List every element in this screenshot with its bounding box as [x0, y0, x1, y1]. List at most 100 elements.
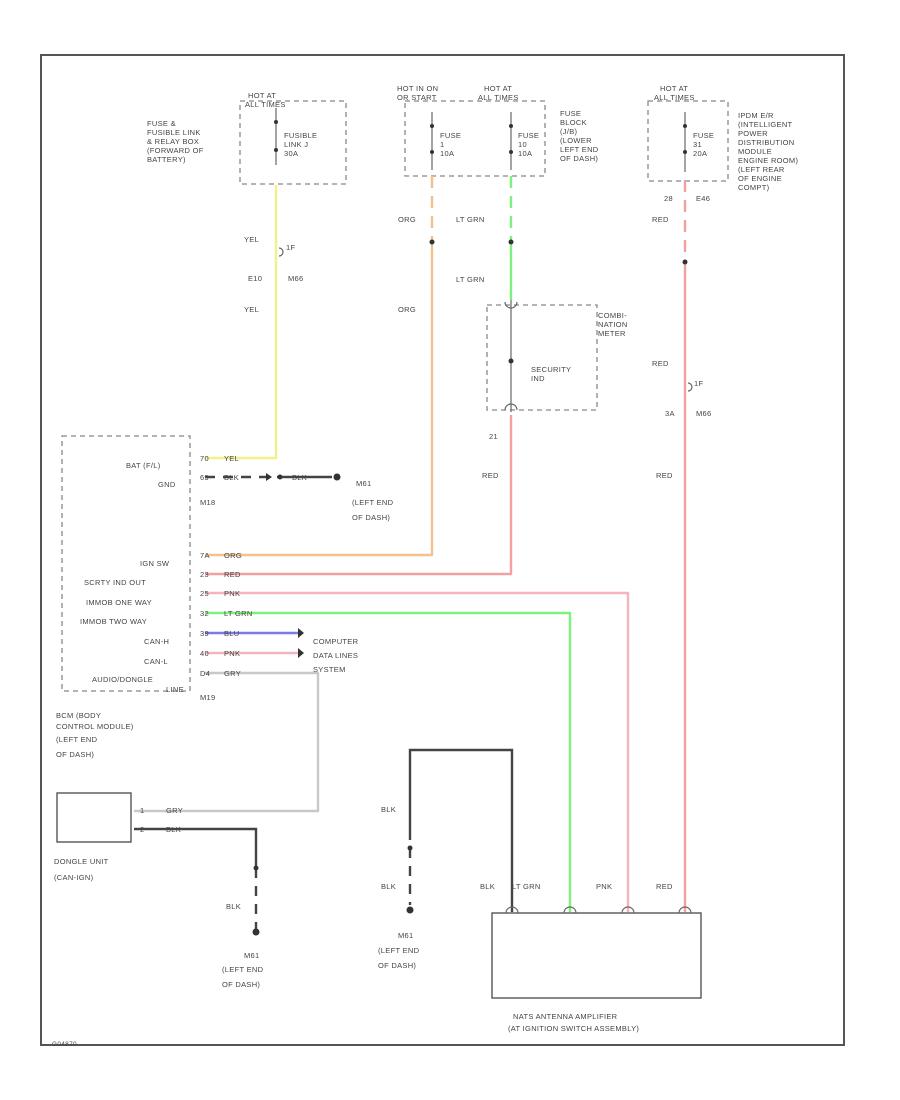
hot-label-2b: OR START — [397, 93, 437, 102]
fuse-box-label-5: BATTERY) — [147, 155, 186, 164]
ground-m61-label-2: (LEFT END — [352, 498, 394, 507]
bcm-label-1: BCM (BODY — [56, 711, 101, 720]
bcm-label-3: (LEFT END — [56, 735, 98, 744]
bcm-pin-name-4: IMMOB ONE WAY — [86, 598, 152, 607]
center-ground-label-3: OF DASH) — [378, 961, 416, 970]
fuse-block-label-5: LEFT END — [560, 145, 599, 154]
yel-label-1: YEL — [244, 235, 259, 244]
nats-wire-0: BLK — [480, 882, 495, 891]
org-label-2: ORG — [398, 305, 416, 314]
red-label-ipdm-2: RED — [652, 359, 669, 368]
fusible-link-label-2: LINK J — [284, 140, 308, 149]
fuse2-label-2: 10 — [518, 140, 527, 149]
ipdm-label-3: POWER — [738, 129, 768, 138]
fuse-box-label-1: FUSE & — [147, 119, 176, 128]
fuse-box-label-3: & RELAY BOX — [147, 137, 199, 146]
bcm-pin-color-6: BLU — [224, 629, 240, 638]
computer-data-label-1: COMPUTER — [313, 637, 359, 646]
bcm-pin-color-1: BLK — [224, 473, 239, 482]
ipdm-outline — [647, 100, 729, 182]
wire-dongle-blk — [134, 827, 258, 868]
bcm-pin-color-0: YEL — [224, 454, 239, 463]
meter-pin-21: 21 — [489, 432, 498, 441]
nats-label-1: NATS ANTENNA AMPLIFIER — [513, 1012, 618, 1021]
org-label-1: ORG — [398, 215, 416, 224]
bcm-pin-name-2: IGN SW — [140, 559, 170, 568]
ipdm-label-4: DISTRIBUTION — [738, 138, 795, 147]
bcm-label-2: CONTROL MODULE) — [56, 722, 134, 731]
bcm-pin-name-0: BAT (F/L) — [126, 461, 161, 470]
bcm-pin-color-5: LT GRN — [224, 609, 253, 618]
combination-meter-label-2: NATION — [598, 320, 628, 329]
bcm-conn-b: M19 — [200, 693, 216, 702]
dongle-ground-label-2: (LEFT END — [222, 965, 264, 974]
wire-yel — [205, 185, 278, 460]
figure-id: G04870 — [52, 1041, 77, 1048]
ipdm-label-1: IPDM E/R — [738, 111, 774, 120]
dongle-wire-a: GRY — [166, 806, 183, 815]
bcm-outline — [61, 435, 191, 692]
bcm-pin-code-5: 32 — [200, 609, 209, 618]
wire-gry — [134, 671, 320, 813]
hot-label-3b: ALL TIMES — [478, 93, 519, 102]
red-label-scrty: RED — [482, 471, 499, 480]
computer-data-label-3: SYSTEM — [313, 665, 346, 674]
ipdm-label-7: (LEFT REAR — [738, 165, 785, 174]
nats-amplifier-box — [491, 912, 702, 999]
nats-wire-2: PNK — [596, 882, 612, 891]
fuse-relay-box-outline — [239, 100, 347, 185]
ground-m61-label-3: OF DASH) — [352, 513, 390, 522]
fuse-block-label-1: FUSE — [560, 109, 581, 118]
wire-org — [205, 242, 434, 557]
dongle-gnd-blk: BLK — [226, 902, 241, 911]
yel-pin-label: 1F — [286, 243, 295, 252]
ipdm-pin-28: 28 — [664, 194, 673, 203]
ipdm-label-6: ENGINE ROOM) — [738, 156, 798, 165]
fuse2-label-3: 10A — [518, 149, 532, 158]
ltgrn-label-2: LT GRN — [456, 275, 485, 284]
fuse3-label-1: FUSE — [693, 131, 714, 140]
wire-pnk — [205, 591, 630, 912]
combination-meter-label-1: COMBI- — [598, 311, 627, 320]
yel-e10-label: E10 — [248, 274, 262, 283]
nats-wire-3: RED — [656, 882, 673, 891]
bcm-pin-code-4: 25 — [200, 589, 209, 598]
bcm-pin-color-3: RED — [224, 570, 241, 579]
combination-meter-label-3: METER — [598, 329, 626, 338]
bcm-pin-name-6: CAN-H — [144, 637, 169, 646]
security-ind-label-2: IND — [531, 374, 545, 383]
hot-label-1b: ALL TIMES — [245, 100, 286, 109]
bcm-pin-code-8: D4 — [200, 669, 210, 678]
ipdm-pin-1f: 1F — [694, 379, 703, 388]
fuse1-label-1: FUSE — [440, 131, 461, 140]
bcm-pin-color-4: PNK — [224, 589, 240, 598]
dongle-unit-box — [56, 792, 132, 843]
center-ground-label-1: M61 — [398, 931, 414, 940]
bcm-pin-name-5: IMMOB TWO WAY — [80, 617, 147, 626]
fuse3-label-3: 20A — [693, 149, 707, 158]
fuse-block-label-2: BLOCK — [560, 118, 587, 127]
dongle-label-1: DONGLE UNIT — [54, 857, 109, 866]
hot-label-4a: HOT AT — [660, 84, 688, 93]
wire-center-blk — [408, 748, 514, 912]
fuse-block-label-4: (LOWER — [560, 136, 592, 145]
ipdm-pin-3a: 3A — [665, 409, 675, 418]
bcm-line-label: LINE — [166, 685, 184, 694]
bcm-label-4: OF DASH) — [56, 750, 94, 759]
fuse-box-label-4: (FORWARD OF — [147, 146, 204, 155]
fuse-block-label-6: OF DASH) — [560, 154, 598, 163]
ground-m61-label-1: M61 — [356, 479, 372, 488]
fuse3-label-2: 31 — [693, 140, 702, 149]
ipdm-m66: M66 — [696, 409, 712, 418]
red-label-ipdm-3: RED — [656, 471, 673, 480]
ipdm-label-8: OF ENGINE — [738, 174, 782, 183]
fuse-box-label-2: FUSIBLE LINK — [147, 128, 201, 137]
yel-m66-label: M66 — [288, 274, 304, 283]
bcm-pin-code-7: 40 — [200, 649, 209, 658]
yel-label-2: YEL — [244, 305, 259, 314]
center-blk-label-1: BLK — [381, 805, 396, 814]
bcm-pins: BAT (F/L) 70 YEL GND 69 BLK M18 IGN SW 7… — [80, 454, 253, 702]
bcm-pin-color-7: PNK — [224, 649, 240, 658]
security-ind-label-1: SECURITY — [531, 365, 571, 374]
